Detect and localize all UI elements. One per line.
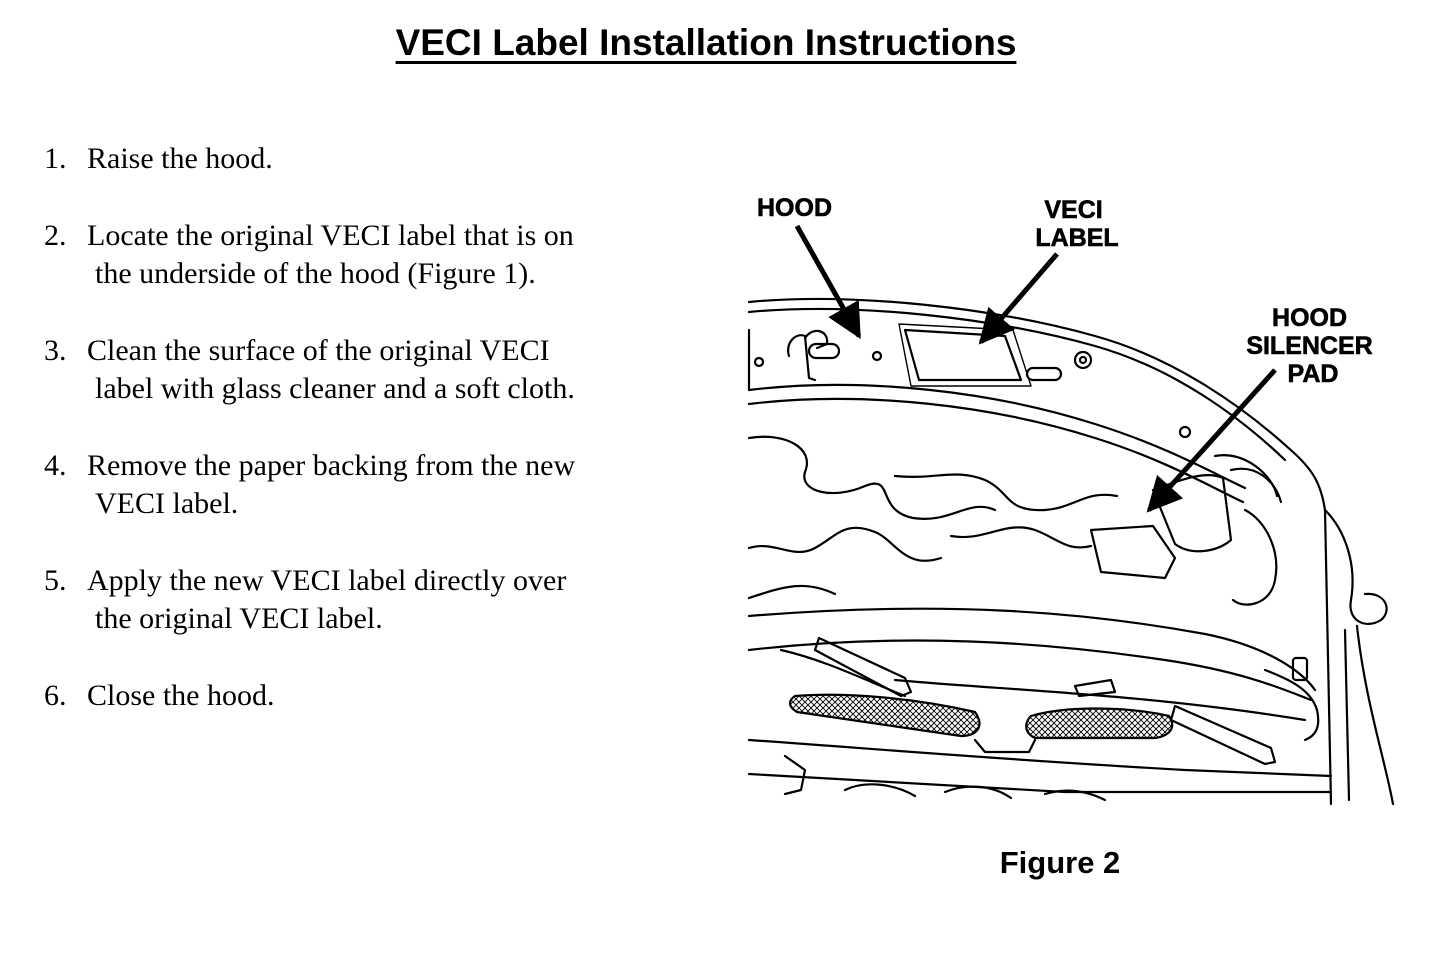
hood-diagram: HOOD VECI LABEL HOOD SILENCER PAD — [745, 180, 1395, 820]
callout-veci-label-line: VECI — [1044, 196, 1102, 224]
callout-silencer-line: SILENCER — [1246, 332, 1372, 360]
step-text: Remove the paper backing from the new — [87, 449, 576, 482]
instruction-step: 4. Remove the paper backing from the new… — [44, 447, 684, 523]
instruction-step: 6. Close the hood. — [44, 677, 684, 715]
figure-caption: Figure 2 — [999, 845, 1121, 880]
step-number: 5. — [44, 564, 67, 597]
callout-veci-label: VECI LABEL — [1035, 196, 1118, 252]
step-text: Raise the hood. — [87, 142, 273, 175]
step-text-continued: the underside of the hood (Figure 1). — [95, 257, 536, 290]
step-text-continued: the original VECI label. — [95, 602, 383, 635]
step-number: 6. — [44, 679, 67, 712]
step-text: Close the hood. — [87, 679, 275, 712]
page-title: VECI Label Installation Instructions — [395, 22, 1017, 63]
instruction-step: 1. Raise the hood. — [44, 140, 684, 178]
callout-hood-silencer-pad: HOOD SILENCER PAD — [1246, 304, 1379, 388]
leader-arrows — [794, 224, 1277, 513]
instruction-step: 2. Locate the original VECI label that i… — [44, 217, 684, 293]
step-text-continued: VECI label. — [95, 487, 239, 520]
step-number: 2. — [44, 219, 67, 252]
callout-hood: HOOD — [757, 194, 832, 222]
instruction-list: 1. Raise the hood. 2. Locate the origina… — [44, 140, 684, 754]
hood-illustration: HOOD VECI LABEL HOOD SILENCER PAD — [747, 194, 1395, 806]
step-text: Clean the surface of the original VECI — [87, 334, 550, 367]
instruction-step: 5. Apply the new VECI label directly ove… — [44, 562, 684, 638]
step-number: 1. — [44, 142, 67, 175]
callout-silencer-line: PAD — [1288, 360, 1339, 388]
veci-label-arrow — [978, 252, 1059, 345]
step-text: Apply the new VECI label directly over — [87, 564, 567, 597]
callout-silencer-line: HOOD — [1272, 304, 1347, 332]
step-text-continued: label with glass cleaner and a soft clot… — [95, 372, 575, 405]
silencer-pad-arrow — [1146, 368, 1277, 513]
instruction-step: 3. Clean the surface of the original VEC… — [44, 332, 684, 408]
callout-veci-label-line: LABEL — [1035, 224, 1118, 252]
step-text: Locate the original VECI label that is o… — [87, 219, 574, 252]
step-number: 3. — [44, 334, 67, 367]
step-number: 4. — [44, 449, 67, 482]
hood-arrow — [794, 224, 862, 340]
hood-outline — [747, 297, 1395, 806]
